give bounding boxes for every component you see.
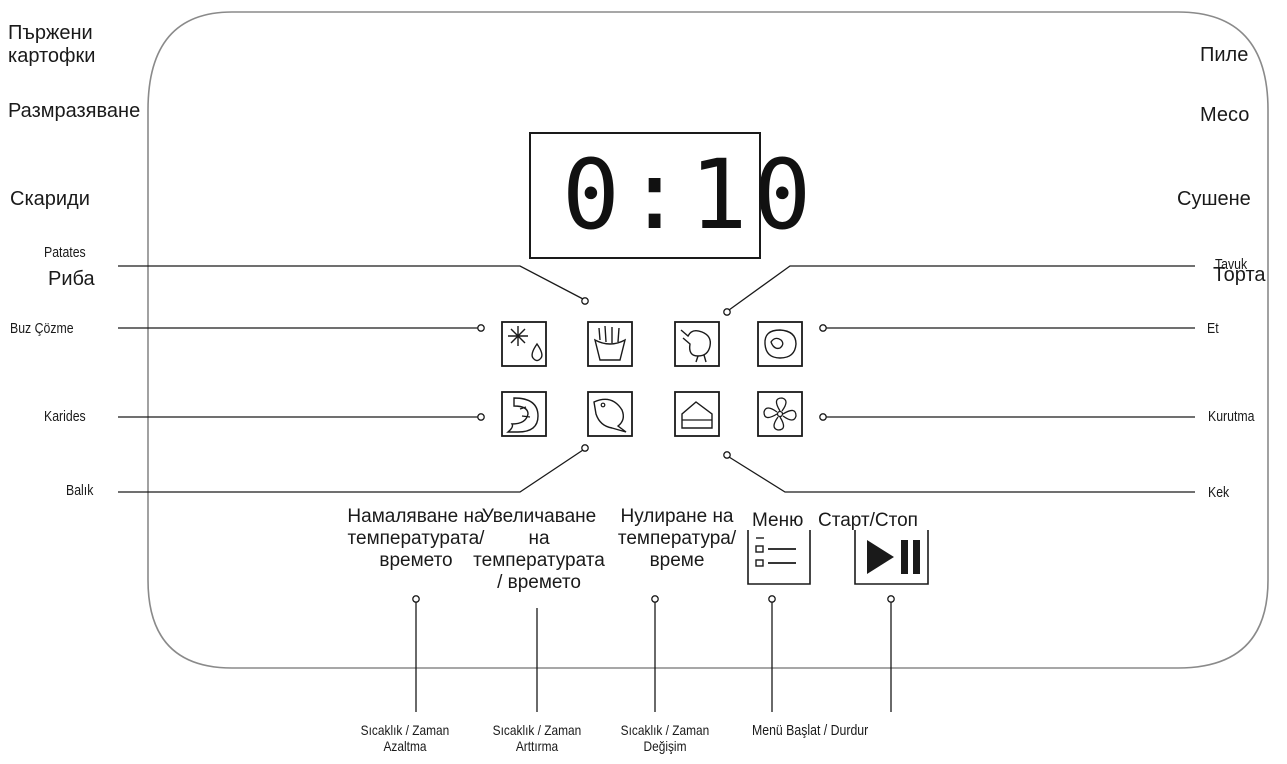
label-fish-bg: Риба <box>48 268 95 290</box>
label-fries-bg: Пържени картофки <box>8 22 96 67</box>
label-meat-bg: Месо <box>1200 104 1250 126</box>
time-display-frame <box>529 132 761 259</box>
label-increase-bg: Увеличаване на температурата / времето <box>473 506 605 593</box>
label-decrease-bg: Намаляване на температурата/ времето <box>347 506 485 571</box>
panel-outline <box>147 11 1269 669</box>
label-patates-tr: Patates <box>44 244 86 261</box>
label-buz-cozme-tr: Buz Çözme <box>10 320 74 337</box>
leader-tavuk <box>728 265 1195 311</box>
label-increase-tr: Sıcaklık / Zaman Arttırma <box>492 722 582 755</box>
shrimp-icon <box>501 391 547 437</box>
label-start-stop-bg: Старт/Стоп <box>818 510 918 531</box>
play-pause-icon <box>854 530 929 585</box>
chicken-leg-icon <box>674 321 720 367</box>
label-menu-start-tr: Menü Başlat / Durdur <box>752 722 869 739</box>
label-tavuk-tr: Tavuk <box>1215 256 1248 273</box>
leader-balik <box>118 449 584 493</box>
steak-icon <box>757 321 803 367</box>
time-display: 0:10 <box>562 139 818 251</box>
menu-list-icon <box>747 530 811 585</box>
label-defrost-bg: Размразяване <box>8 100 141 122</box>
label-et-tr: Et <box>1207 320 1219 337</box>
fan-icon <box>757 391 803 437</box>
fries-icon <box>587 321 633 367</box>
label-change-tr: Sıcaklık / Zaman Değişim <box>620 722 710 755</box>
fish-icon <box>587 391 633 437</box>
label-decrease-tr: Sıcaklık / Zaman Azaltma <box>360 722 450 755</box>
label-chicken-bg: Пиле <box>1200 44 1249 66</box>
label-kek-tr: Kek <box>1208 484 1230 501</box>
label-drying-bg: Сушене <box>1177 188 1251 210</box>
leader-kek <box>728 456 1195 493</box>
leader-patates <box>118 265 584 300</box>
label-menu-bg: Меню <box>752 510 804 531</box>
label-kurutma-tr: Kurutma <box>1208 408 1255 425</box>
snowflake-drop-icon <box>501 321 547 367</box>
label-cake-bg: Торта <box>1213 264 1266 286</box>
label-shrimp-bg: Скариди <box>10 188 90 210</box>
label-karides-tr: Karides <box>44 408 86 425</box>
cake-slice-icon <box>674 391 720 437</box>
label-balik-tr: Balık <box>66 482 94 499</box>
label-reset-bg: Нулиране на температура/ време <box>617 506 737 571</box>
